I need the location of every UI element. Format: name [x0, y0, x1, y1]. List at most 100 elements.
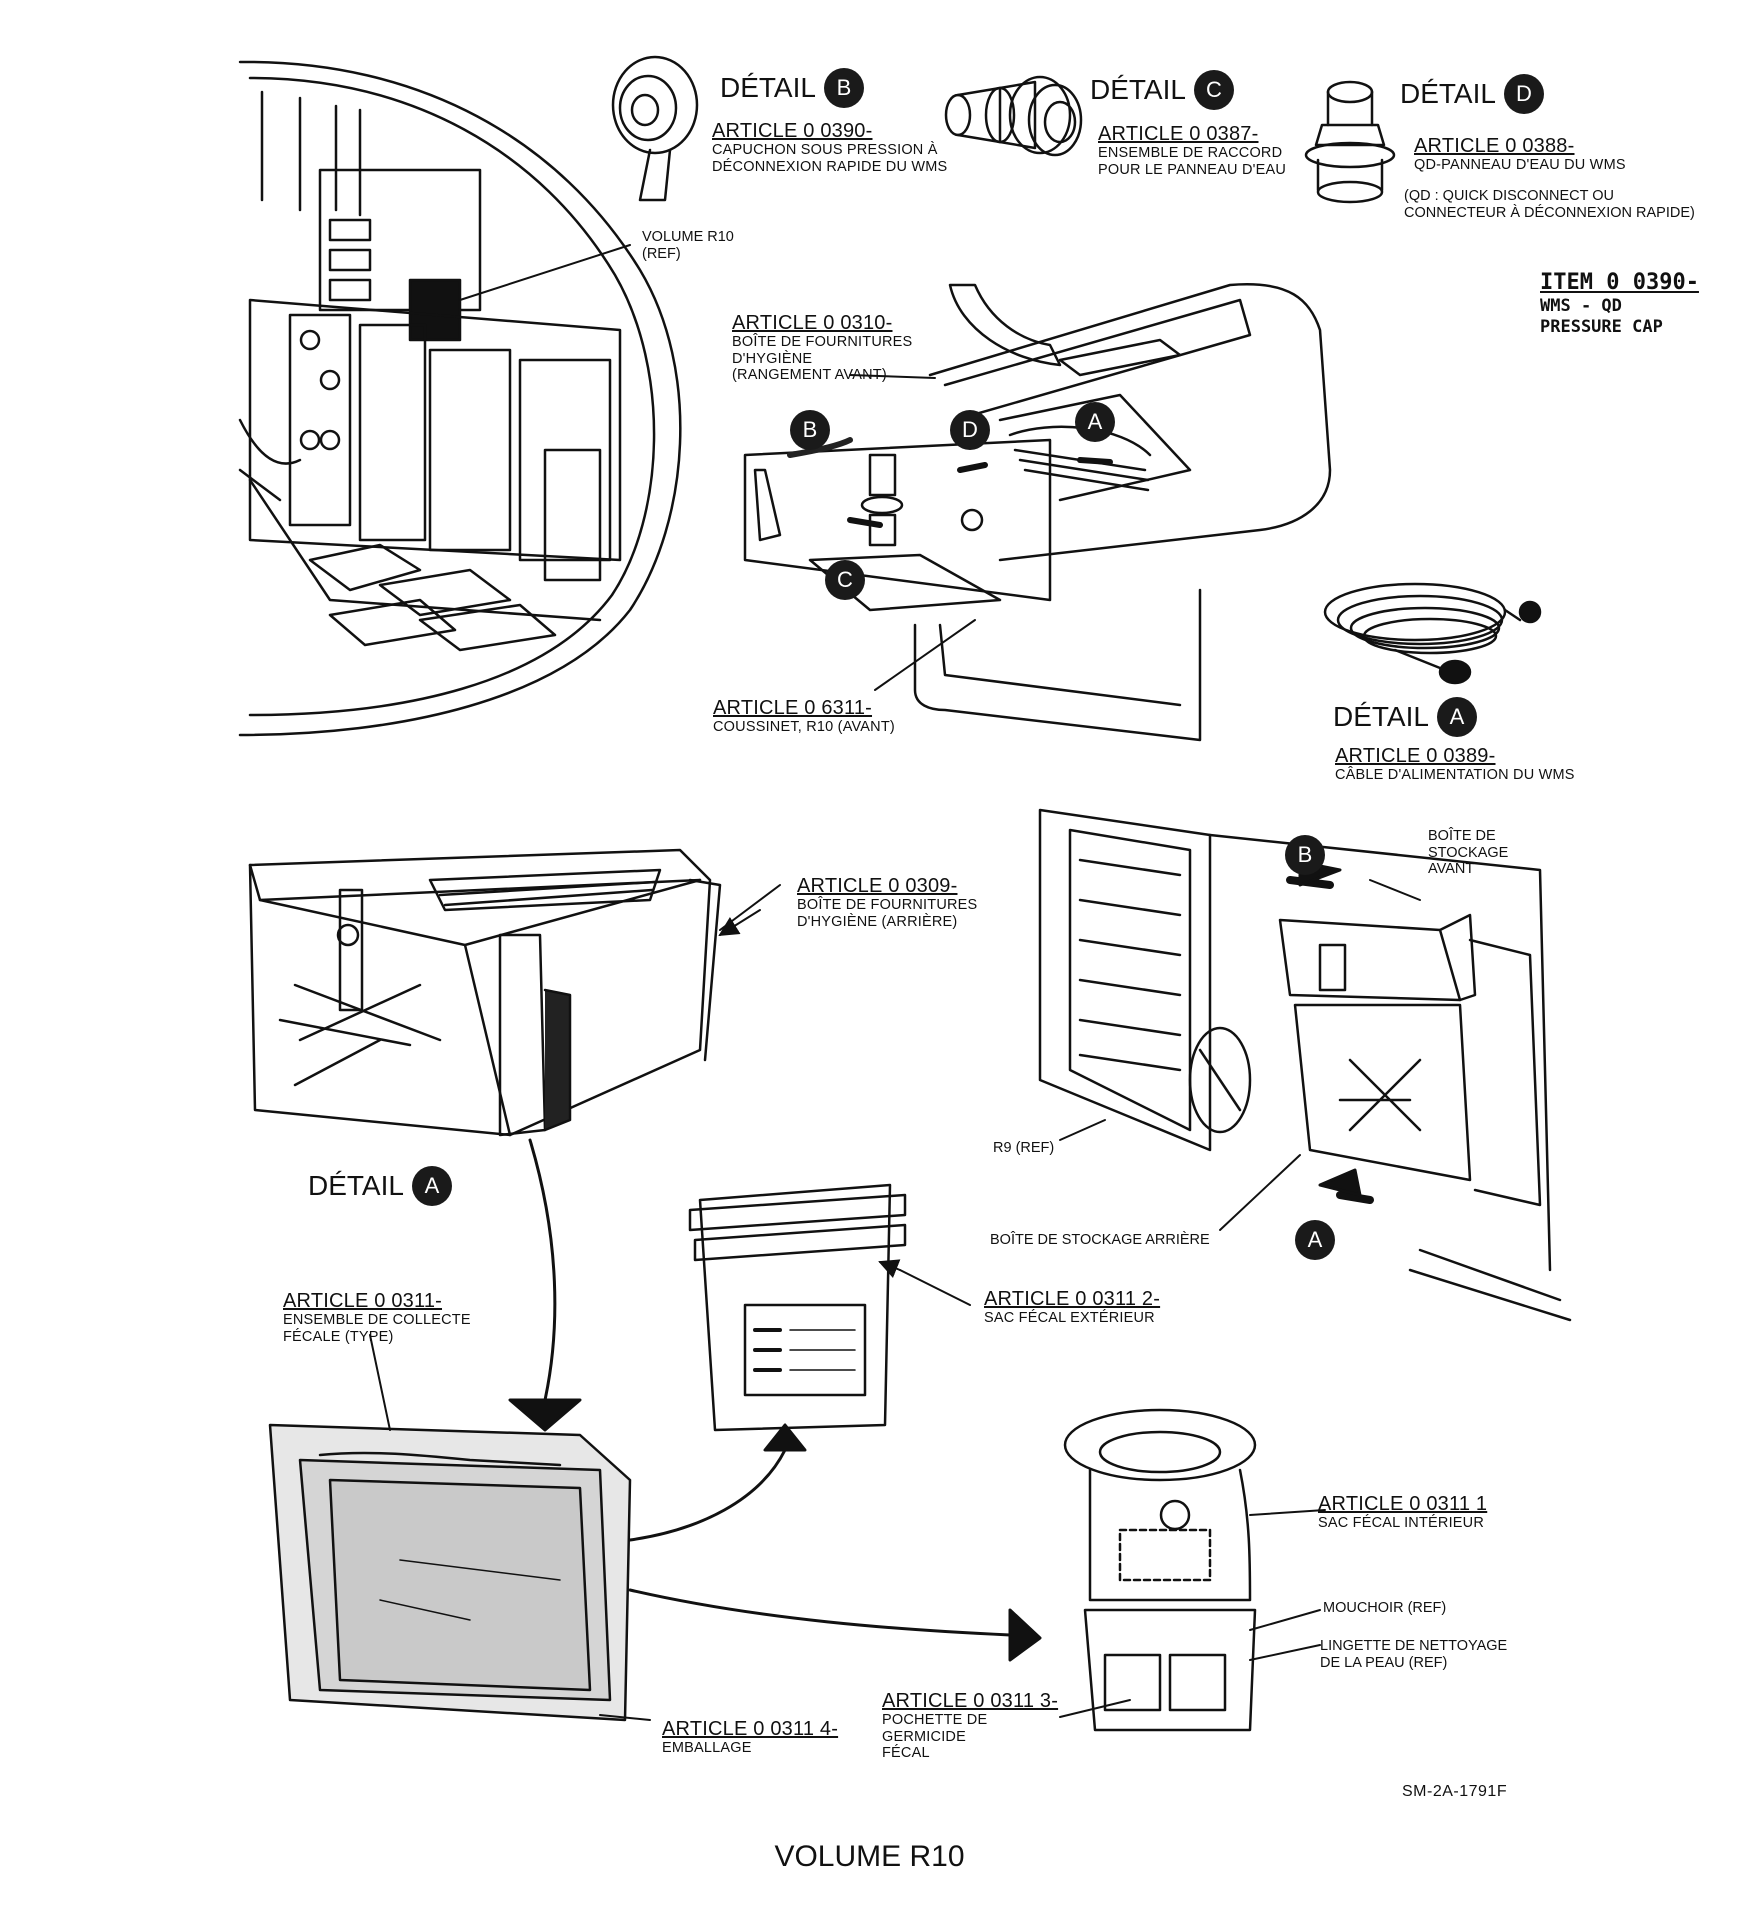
- handwritten-line: ITEM 0 0390-: [1540, 270, 1699, 295]
- article-title: ARTICLE 0 0311 4-: [662, 1718, 839, 1740]
- article-desc: COUSSINET, R10 (AVANT): [713, 719, 895, 736]
- article-desc: BOÎTE DE FOURNITURES: [732, 334, 913, 351]
- front-hygiene-box-drawing: [743, 282, 1332, 742]
- article-desc: SAC FÉCAL INTÉRIEUR: [1318, 1515, 1485, 1532]
- note-line: (REF): [642, 245, 681, 262]
- article-title: ARTICLE 0 0388-: [1414, 135, 1575, 157]
- qd-note: (QD : QUICK DISCONNECT OU CONNECTEUR À D…: [1404, 188, 1695, 221]
- article-desc: CÂBLE D'ALIMENTATION DU WMS: [1335, 767, 1575, 784]
- label-article-0311-1: ARTICLE 0 0311 1 SAC FÉCAL INTÉRIEUR: [1318, 1493, 1487, 1532]
- detail-a-cable-drawing: [1323, 582, 1542, 685]
- label-article-0389: ARTICLE 0 0389- CÂBLE D'ALIMENTATION DU …: [1335, 745, 1575, 784]
- callout-d-badge: D: [950, 410, 990, 450]
- detail-word: DÉTAIL: [308, 1170, 404, 1201]
- callout-b-badge: B: [790, 410, 830, 450]
- detail-letter-badge: D: [1503, 74, 1544, 114]
- article-desc: POUR LE PANNEAU D'EAU: [1098, 161, 1286, 178]
- article-desc: QD-PANNEAU D'EAU DU WMS: [1414, 157, 1626, 174]
- rear-hygiene-box-drawing: [248, 848, 761, 1137]
- callout-a-badge: A: [1075, 402, 1115, 442]
- note-line: CONNECTEUR À DÉCONNEXION RAPIDE): [1404, 204, 1695, 221]
- note-line: BOÎTE DE: [1428, 828, 1496, 844]
- detail-letter-badge: C: [1193, 70, 1234, 110]
- fecal-collection-assembly-drawing: [268, 1423, 632, 1722]
- label-article-6311: ARTICLE 0 6311- COUSSINET, R10 (AVANT): [713, 697, 895, 736]
- note-line: STOCKAGE: [1428, 844, 1509, 861]
- note-line: (QD : QUICK DISCONNECT OU: [1404, 188, 1614, 204]
- article-desc: D'HYGIÈNE: [732, 350, 813, 367]
- detail-d-heading: DÉTAIL D: [1400, 74, 1544, 114]
- detail-d-qd-fitting-drawing: [1304, 80, 1396, 204]
- detail-b-heading: DÉTAIL B: [720, 68, 864, 108]
- article-title: ARTICLE 0 0310-: [732, 312, 893, 334]
- label-article-0390: ARTICLE 0 0390- CAPUCHON SOUS PRESSION À…: [712, 120, 947, 175]
- label-article-0311-2: ARTICLE 0 0311 2- SAC FÉCAL EXTÉRIEUR: [984, 1288, 1160, 1327]
- article-title: ARTICLE 0 0309-: [797, 875, 958, 897]
- mouchoir-note: MOUCHOIR (REF): [1323, 1600, 1447, 1616]
- detail-letter-badge: A: [1436, 697, 1477, 737]
- article-desc: POCHETTE DE: [882, 1712, 988, 1729]
- article-title: ARTICLE 0 0387-: [1098, 123, 1259, 145]
- detail-word: DÉTAIL: [720, 72, 816, 103]
- note-line: VOLUME R10: [642, 229, 734, 245]
- article-desc: FÉCALE (TYPE): [283, 1328, 394, 1345]
- detail-b-pressure-cap-drawing: [611, 55, 699, 202]
- inner-fecal-bag-drawing: [1063, 1408, 1326, 1732]
- label-article-0388: ARTICLE 0 0388- QD-PANNEAU D'EAU DU WMS: [1414, 135, 1626, 174]
- outer-fecal-bag-drawing: [688, 1183, 907, 1432]
- flow-arrows: [508, 860, 1362, 1662]
- article-title: ARTICLE 0 0311 2-: [984, 1288, 1161, 1310]
- callout-b-storage-badge: B: [1285, 835, 1325, 875]
- article-desc: ENSEMBLE DE RACCORD: [1098, 145, 1283, 162]
- article-desc: SAC FÉCAL EXTÉRIEUR: [984, 1310, 1155, 1327]
- detail-c-connector-drawing: [944, 75, 1083, 157]
- detail-letter-badge: B: [823, 68, 864, 108]
- r9-ref-note: R9 (REF): [993, 1140, 1055, 1156]
- label-article-0311-4: ARTICLE 0 0311 4- EMBALLAGE: [662, 1718, 838, 1757]
- article-title: ARTICLE 0 0389-: [1335, 745, 1496, 767]
- volume-r10-ref-note: VOLUME R10 (REF): [642, 229, 734, 262]
- article-desc: (RANGEMENT AVANT): [732, 366, 887, 383]
- detail-c-heading: DÉTAIL C: [1090, 70, 1234, 110]
- note-line: DE LA PEAU (REF): [1320, 1654, 1448, 1671]
- cabin-interior-drawing: [238, 60, 682, 737]
- detail-letter-badge: A: [411, 1166, 452, 1206]
- article-desc: GERMICIDE: [882, 1728, 966, 1745]
- page-title: VOLUME R10: [774, 1840, 965, 1873]
- callout-a-storage-badge: A: [1295, 1220, 1335, 1260]
- label-article-0311-3: ARTICLE 0 0311 3- POCHETTE DE GERMICIDE …: [882, 1690, 1058, 1761]
- front-storage-box-note: BOÎTE DE STOCKAGE AVANT: [1428, 828, 1508, 878]
- detail-a-box-heading: DÉTAIL A: [308, 1166, 452, 1206]
- detail-word: DÉTAIL: [1090, 74, 1186, 105]
- article-desc: ENSEMBLE DE COLLECTE: [283, 1312, 471, 1329]
- label-article-0387: ARTICLE 0 0387- ENSEMBLE DE RACCORD POUR…: [1098, 123, 1286, 178]
- lingette-note: LINGETTE DE NETTOYAGE DE LA PEAU (REF): [1320, 1638, 1507, 1671]
- label-article-0309: ARTICLE 0 0309- BOÎTE DE FOURNITURES D'H…: [797, 875, 977, 930]
- label-article-0310: ARTICLE 0 0310- BOÎTE DE FOURNITURES D'H…: [732, 312, 912, 383]
- article-desc: EMBALLAGE: [662, 1740, 752, 1757]
- callout-c-badge: C: [825, 560, 865, 600]
- article-title: ARTICLE 0 0311-: [283, 1290, 443, 1312]
- leader-lines: [369, 374, 1421, 1721]
- article-desc: DÉCONNEXION RAPIDE DU WMS: [712, 158, 948, 175]
- article-desc: BOÎTE DE FOURNITURES: [797, 897, 978, 914]
- detail-word: DÉTAIL: [1400, 78, 1496, 109]
- article-title: ARTICLE 0 0390-: [712, 120, 873, 142]
- handwritten-line: PRESSURE CAP: [1540, 316, 1663, 337]
- handwritten-item-note: ITEM 0 0390- WMS - QD PRESSURE CAP: [1540, 270, 1699, 337]
- label-article-0311: ARTICLE 0 0311- ENSEMBLE DE COLLECTE FÉC…: [283, 1290, 471, 1345]
- article-title: ARTICLE 0 0311 1: [1318, 1493, 1488, 1515]
- detail-word: DÉTAIL: [1333, 701, 1429, 732]
- drawing-reference-number: SM-2A-1791F: [1402, 1783, 1508, 1800]
- article-desc: FÉCAL: [882, 1744, 930, 1761]
- note-line: AVANT: [1428, 861, 1475, 878]
- article-title: ARTICLE 0 6311-: [713, 697, 873, 719]
- detail-a-cable-heading: DÉTAIL A: [1333, 697, 1477, 737]
- article-title: ARTICLE 0 0311 3-: [882, 1690, 1059, 1712]
- rear-storage-box-note: BOÎTE DE STOCKAGE ARRIÈRE: [990, 1232, 1210, 1248]
- note-line: LINGETTE DE NETTOYAGE: [1320, 1638, 1508, 1654]
- article-desc: CAPUCHON SOUS PRESSION À: [712, 142, 938, 159]
- article-desc: D'HYGIÈNE (ARRIÈRE): [797, 913, 958, 930]
- handwritten-line: WMS - QD: [1540, 296, 1622, 317]
